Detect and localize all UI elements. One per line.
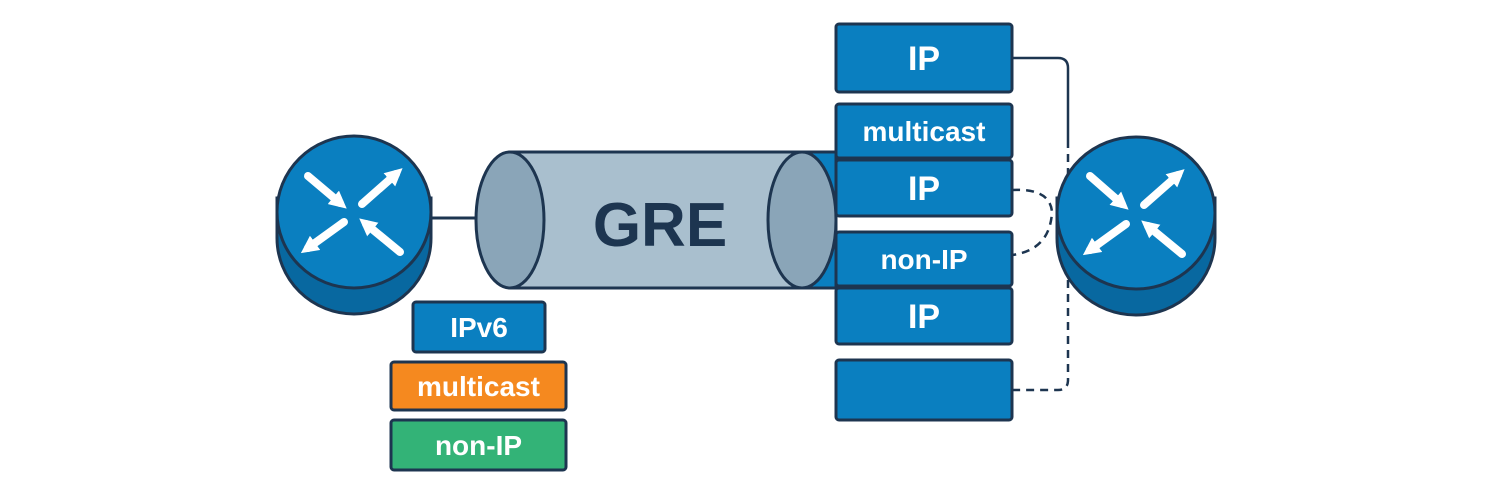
right-packet-box (834, 358, 1014, 422)
router-arrows-icon (1082, 169, 1186, 258)
left-packet-label: multicast (417, 371, 540, 402)
right-packet: IP (834, 158, 1014, 218)
left-packet: non-IP (389, 418, 568, 472)
right-packet-box (834, 158, 1014, 218)
right-packet-label: IP (908, 170, 940, 208)
right-packet (834, 358, 1014, 422)
right-packet-box (834, 102, 1014, 160)
left-packet: multicast (389, 360, 568, 412)
gre-tunnel: GRE (474, 150, 838, 290)
right-packet: non-IP (834, 230, 1014, 288)
left-packet-box (389, 418, 568, 472)
left-packet: IPv6 (411, 300, 547, 354)
right-packet: multicast (834, 102, 1014, 160)
router-arrows-icon (300, 168, 404, 256)
right-packet: IP (834, 286, 1014, 346)
left-packet-stack: IPv6 multicast non-IP (389, 300, 568, 472)
right-packet: IP (834, 22, 1014, 94)
dashed-links (1011, 56, 1070, 392)
right-packet-box (834, 286, 1014, 346)
right-packet-label: multicast (863, 116, 986, 147)
left-packet-label: non-IP (435, 430, 522, 461)
right-packet-label: IP (908, 298, 940, 336)
tunnel-label: GRE (593, 191, 727, 260)
left-packet-box (389, 360, 568, 412)
router-right (1055, 135, 1217, 317)
router-left (275, 134, 433, 316)
left-packet-box (411, 300, 547, 354)
left-packet-label: IPv6 (450, 312, 508, 343)
right-packet-label: non-IP (880, 244, 967, 275)
right-packet-label: IP (908, 40, 940, 78)
right-packet-box (834, 230, 1014, 288)
right-packet-box (834, 22, 1014, 94)
